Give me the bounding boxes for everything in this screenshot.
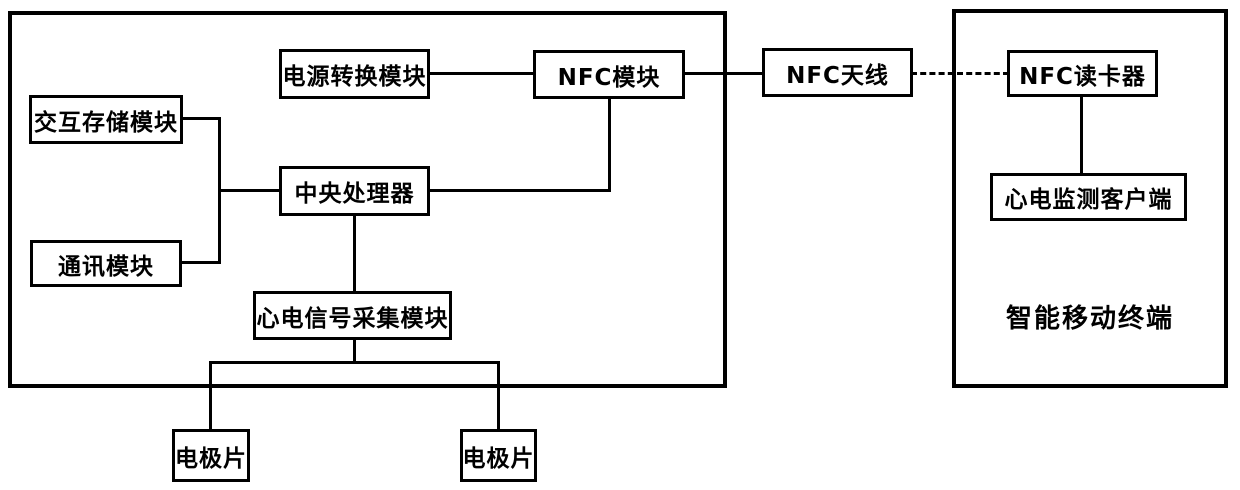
- ecg-signal-acquisition-module-label: 心电信号采集模块: [256, 305, 449, 332]
- terminal-panel-caption: 智能移动终端: [1005, 304, 1174, 334]
- nfc-module-label: NFC模块: [557, 64, 661, 91]
- connector-storage-to-junction: [181, 117, 221, 120]
- power-conversion-module-label: 电源转换模块: [282, 64, 427, 90]
- electrode-pad-left-box: 电极片: [172, 429, 250, 482]
- cpu-to-acq-line: [353, 214, 356, 294]
- cpu-box: 中央处理器: [279, 166, 430, 216]
- ecg-monitor-client-label: 心电监测客户端: [1004, 187, 1173, 213]
- electrode-pad-right-label: 电极片: [462, 445, 535, 472]
- junction-vertical-line: [218, 117, 221, 264]
- nfc-antenna-label: NFC天线: [786, 62, 889, 89]
- ecg-monitor-client-box: 心电监测客户端: [990, 173, 1187, 221]
- power-conversion-module-box: 电源转换模块: [279, 49, 430, 99]
- device-panel-outline: [8, 11, 727, 388]
- cpu-label: 中央处理器: [294, 181, 415, 207]
- connector-nfc-module-to-antenna: [683, 72, 765, 75]
- nfc-reader-box: NFC读卡器: [1007, 50, 1158, 97]
- communication-module-box: 通讯模块: [30, 240, 182, 287]
- interactive-storage-module-box: 交互存储模块: [29, 95, 183, 144]
- electrode-pad-right-box: 电极片: [460, 429, 537, 482]
- connector-comm-to-junction: [180, 261, 221, 264]
- nfc-reader-label: NFC读卡器: [1019, 63, 1146, 90]
- nfc-module-box: NFC模块: [533, 50, 685, 99]
- connector-power-to-nfc-module: [430, 72, 536, 75]
- antenna-to-reader-dashed-line: [911, 72, 1009, 75]
- connector-cpu-to-nfc-drop: [428, 189, 611, 192]
- electrode-pad-left-label: 电极片: [175, 445, 247, 472]
- bus-right-drop-line: [497, 361, 500, 431]
- communication-module-label: 通讯模块: [58, 253, 154, 280]
- connector-junction-to-cpu: [218, 189, 282, 192]
- interactive-storage-module-label: 交互存储模块: [34, 109, 178, 136]
- reader-to-client-line: [1080, 95, 1083, 175]
- ecg-signal-acquisition-module-box: 心电信号采集模块: [253, 291, 452, 340]
- acq-to-bus-line: [353, 338, 356, 364]
- terminal-panel-outline: [952, 9, 1228, 388]
- nfc-antenna-box: NFC天线: [762, 48, 913, 97]
- bus-left-drop-line: [209, 361, 212, 431]
- nfc-module-down-line: [608, 97, 611, 192]
